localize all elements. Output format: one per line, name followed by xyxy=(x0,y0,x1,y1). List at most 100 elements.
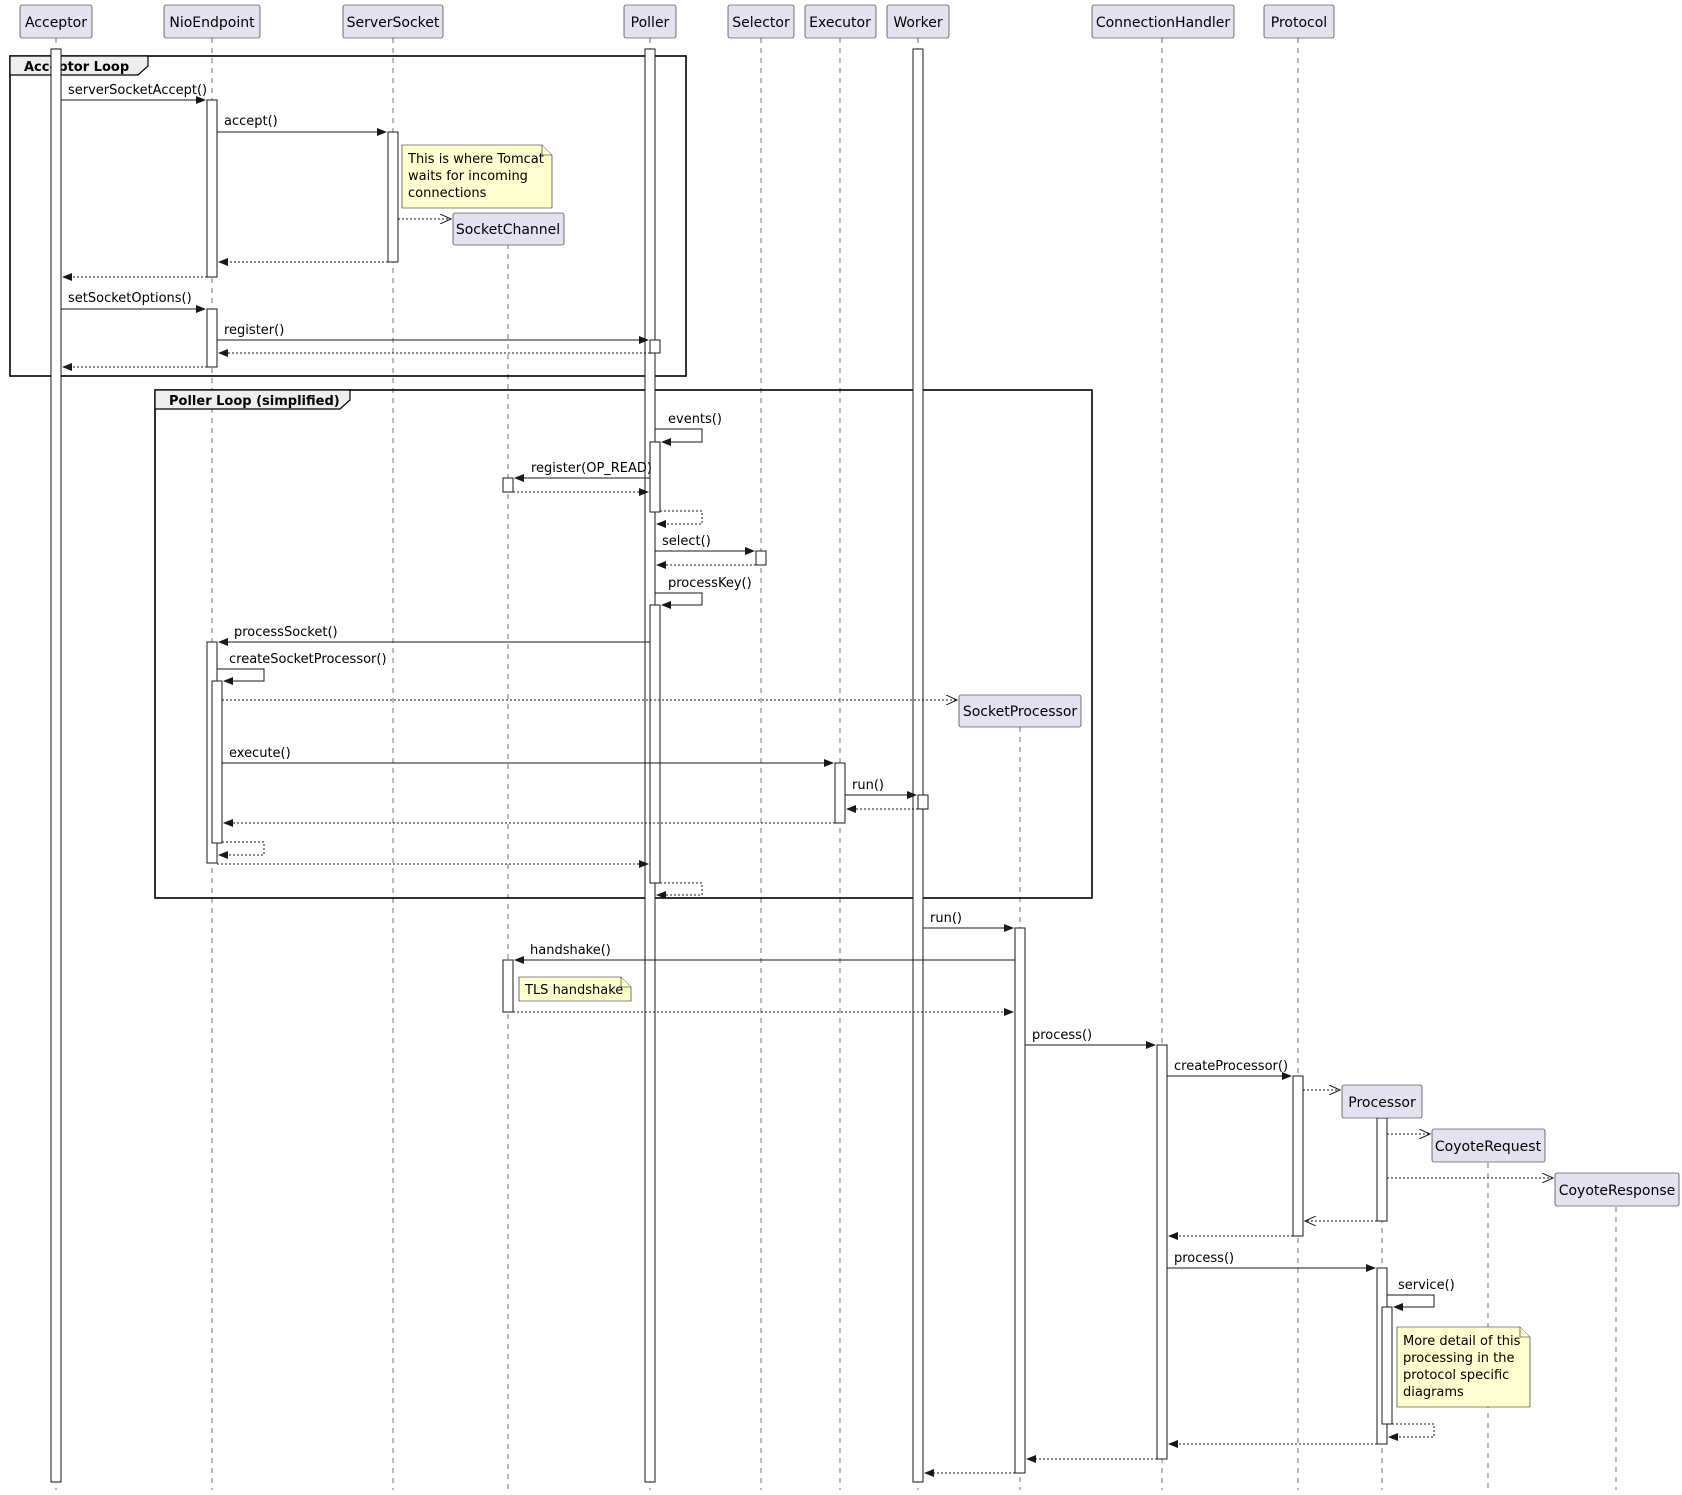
activation-poller-register xyxy=(649,339,661,354)
participants: Acceptor NioEndpoint ServerSocket Poller… xyxy=(19,4,1680,1207)
svg-text:Processor: Processor xyxy=(1348,1095,1416,1111)
svg-text:events(): events() xyxy=(668,412,722,427)
message-handshake: handshake() xyxy=(514,943,1015,964)
participant-socketprocessor: SocketProcessor xyxy=(958,694,1082,728)
activation-executor xyxy=(834,762,846,824)
svg-text:Poller: Poller xyxy=(631,15,670,31)
svg-text:ServerSocket: ServerSocket xyxy=(347,15,440,31)
svg-text:processing in the: processing in the xyxy=(1403,1351,1515,1366)
svg-text:Acceptor: Acceptor xyxy=(25,15,87,31)
svg-text:protocol specific: protocol specific xyxy=(1403,1368,1509,1383)
activation-socketchannel-1 xyxy=(502,477,514,493)
svg-text:handshake(): handshake() xyxy=(530,943,611,958)
activation-acceptor xyxy=(50,48,62,1483)
svg-text:NioEndpoint: NioEndpoint xyxy=(169,15,255,31)
svg-text:diagrams: diagrams xyxy=(1403,1385,1464,1400)
svg-text:run(): run() xyxy=(852,778,884,793)
svg-text:accept(): accept() xyxy=(224,114,278,129)
participant-acceptor: Acceptor xyxy=(19,4,93,39)
participant-serversocket: ServerSocket xyxy=(342,4,444,39)
message-process-processor: process() xyxy=(1167,1251,1376,1272)
message-setsocketoptions: setSocketOptions() xyxy=(61,291,206,313)
svg-text:Executor: Executor xyxy=(809,15,871,31)
svg-text:serverSocketAccept(): serverSocketAccept() xyxy=(68,83,207,98)
participant-processor: Processor xyxy=(1341,1084,1423,1119)
svg-text:service(): service() xyxy=(1398,1278,1455,1293)
activation-processor-1 xyxy=(1376,1117,1388,1222)
frame-acceptor-loop: Acceptor Loop xyxy=(9,55,687,377)
message-run-worker: run() xyxy=(845,778,917,799)
message-process-handler: process() xyxy=(1025,1028,1156,1049)
message-createsocketprocessor: createSocketProcessor() xyxy=(217,652,387,685)
messages: serverSocketAccept() accept() setSocketO… xyxy=(61,83,1553,1477)
message-accept: accept() xyxy=(217,114,387,136)
svg-text:select(): select() xyxy=(662,534,711,549)
note-tls-handshake: TLS handshake xyxy=(518,976,632,1002)
participant-selector: Selector xyxy=(727,4,795,39)
activation-poller-events xyxy=(649,441,661,513)
participant-connectionhandler: ConnectionHandler xyxy=(1091,4,1235,39)
message-events: events() xyxy=(655,412,722,446)
svg-text:SocketChannel: SocketChannel xyxy=(456,222,560,238)
return-processkey xyxy=(656,882,703,899)
svg-text:run(): run() xyxy=(930,911,962,926)
activation-processor-service xyxy=(1381,1306,1393,1425)
svg-text:More detail of this: More detail of this xyxy=(1403,1334,1521,1349)
participant-nioendpoint: NioEndpoint xyxy=(163,4,261,39)
message-serversocketaccept: serverSocketAccept() xyxy=(61,83,207,104)
participant-protocol: Protocol xyxy=(1263,4,1335,39)
message-run-socketprocessor: run() xyxy=(923,911,1014,932)
activation-nioendpoint-2 xyxy=(206,308,218,368)
svg-text:process(): process() xyxy=(1032,1028,1092,1043)
return-events xyxy=(656,510,703,528)
svg-text:process(): process() xyxy=(1174,1251,1234,1266)
participant-poller: Poller xyxy=(623,4,677,39)
message-register: register() xyxy=(217,323,649,344)
activation-socketprocessor xyxy=(1014,927,1026,1474)
return-service xyxy=(1388,1423,1435,1441)
svg-text:waits for incoming: waits for incoming xyxy=(408,169,528,184)
svg-text:execute(): execute() xyxy=(229,746,291,761)
return-createsocketprocessor xyxy=(218,841,265,859)
svg-text:Selector: Selector xyxy=(732,15,790,31)
participant-coyoterequest: CoyoteRequest xyxy=(1431,1128,1546,1163)
activation-worker xyxy=(912,48,924,1483)
message-select: select() xyxy=(655,534,755,555)
activation-nioendpoint-1 xyxy=(206,99,218,278)
participant-socketchannel: SocketChannel xyxy=(452,212,565,246)
message-processkey: processKey() xyxy=(655,576,752,609)
activation-connectionhandler xyxy=(1156,1044,1168,1460)
note-more-detail: More detail of this processing in the pr… xyxy=(1396,1326,1531,1408)
svg-text:processSocket(): processSocket() xyxy=(234,625,338,640)
activation-serversocket xyxy=(387,131,399,263)
frame-title-acceptor-loop: Acceptor Loop xyxy=(24,60,129,75)
activation-protocol xyxy=(1292,1075,1304,1237)
activations xyxy=(50,48,1393,1483)
svg-text:SocketProcessor: SocketProcessor xyxy=(963,704,1078,720)
svg-text:TLS handshake: TLS handshake xyxy=(524,983,623,998)
svg-text:createSocketProcessor(): createSocketProcessor() xyxy=(229,652,387,667)
svg-text:connections: connections xyxy=(408,186,487,201)
frame-poller-loop: Poller Loop (simplified) xyxy=(154,389,1093,899)
activation-socketchannel-2 xyxy=(502,959,514,1013)
svg-text:setSocketOptions(): setSocketOptions() xyxy=(68,291,192,306)
activation-selector xyxy=(755,550,767,566)
svg-text:processKey(): processKey() xyxy=(668,576,752,591)
activation-nioendpoint-4 xyxy=(211,680,223,844)
svg-text:register(): register() xyxy=(224,323,284,338)
participant-coyoteresponse: CoyoteResponse xyxy=(1554,1172,1680,1207)
activation-worker-run xyxy=(917,794,929,810)
participant-executor: Executor xyxy=(804,4,877,39)
activation-poller-processkey xyxy=(649,604,661,884)
svg-text:register(OP_READ): register(OP_READ) xyxy=(531,461,652,476)
message-execute: execute() xyxy=(222,746,834,767)
frame-title-poller-loop: Poller Loop (simplified) xyxy=(169,394,340,409)
svg-text:Protocol: Protocol xyxy=(1271,15,1327,31)
svg-text:ConnectionHandler: ConnectionHandler xyxy=(1096,15,1231,31)
message-service: service() xyxy=(1387,1278,1455,1311)
svg-text:createProcessor(): createProcessor() xyxy=(1174,1059,1288,1074)
message-createprocessor: createProcessor() xyxy=(1167,1059,1292,1080)
message-register-op-read: register(OP_READ) xyxy=(514,461,652,482)
svg-text:This is where Tomcat: This is where Tomcat xyxy=(407,152,544,167)
